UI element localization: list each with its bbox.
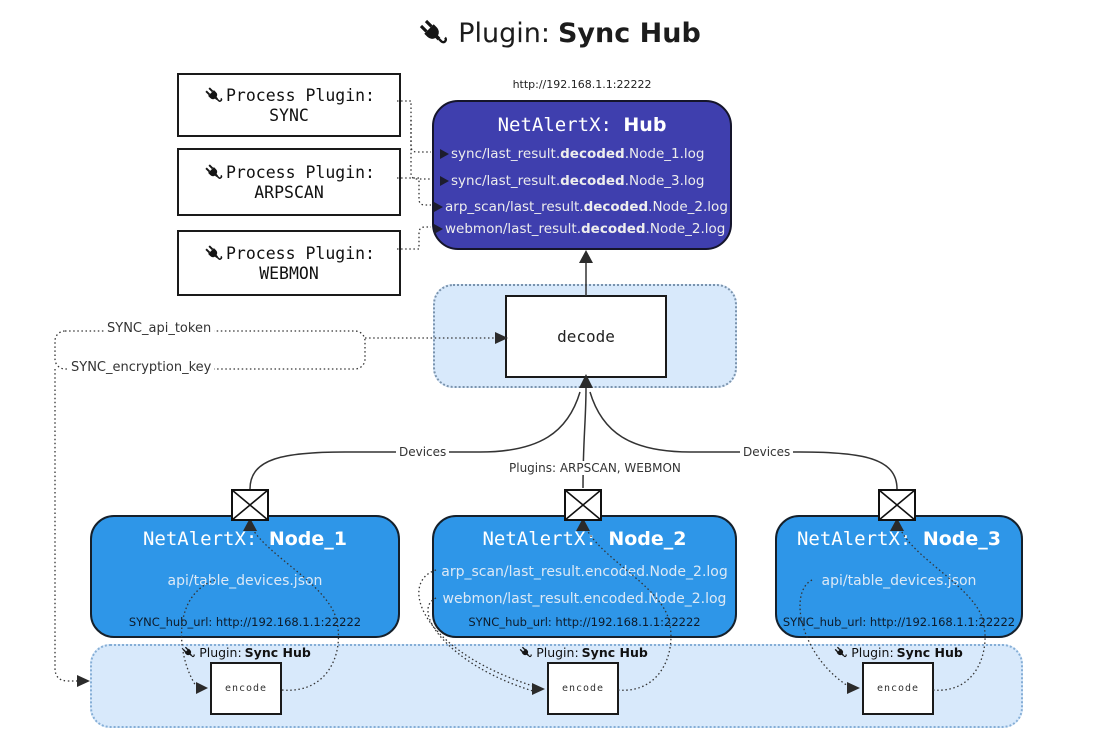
plug-icon xyxy=(205,164,223,179)
decode-box: decode xyxy=(505,295,667,378)
node-hub-url: SYNC_hub_url: http://192.168.1.1:22222 xyxy=(468,615,701,629)
arrowhead-icon xyxy=(440,149,449,159)
node-file: api/table_devices.json xyxy=(167,573,323,589)
process-plugin-label: Process Plugin: xyxy=(225,163,375,182)
node-1-box: NetAlertX: Node_1 api/table_devices.json… xyxy=(90,515,400,638)
node-file: api/table_devices.json xyxy=(821,573,977,589)
title-label: Plugin: xyxy=(458,17,550,49)
encode-plugin-label: Plugin: Sync Hub xyxy=(493,645,673,660)
arrowhead-icon xyxy=(434,202,443,212)
edge-label-plugins: Plugins: ARPSCAN, WEBMON xyxy=(506,461,684,475)
arrowhead-icon xyxy=(434,224,443,234)
envelope-icon xyxy=(878,489,916,521)
node-title: NetAlertX: Node_3 xyxy=(796,528,1001,550)
plug-icon xyxy=(834,646,847,658)
hub-title: NetAlertX: Hub xyxy=(497,114,667,136)
encode-box: encode xyxy=(547,662,619,715)
process-plugin-label: Process Plugin: xyxy=(225,86,375,105)
edge-label-api-token: SYNC_api_token xyxy=(104,321,215,336)
page-title: Plugin: Sync Hub xyxy=(0,16,1117,50)
plug-icon xyxy=(205,87,223,102)
node-title: NetAlertX: Node_1 xyxy=(142,528,347,550)
node-hub-url: SYNC_hub_url: http://192.168.1.1:22222 xyxy=(782,615,1016,629)
process-plugin-webmon: Process Plugin: WEBMON xyxy=(177,230,401,296)
encode-plugin-label: Plugin: Sync Hub xyxy=(808,645,988,660)
encode-box: encode xyxy=(210,662,282,715)
plug-icon xyxy=(420,19,448,44)
hub-file-row: sync/last_result.decoded.Node_3.log xyxy=(434,173,736,189)
encode-box: encode xyxy=(862,662,934,715)
hub-file-row: webmon/last_result.decoded.Node_2.log xyxy=(434,221,730,237)
process-plugin-label: Process Plugin: xyxy=(225,244,375,263)
hub-file-row: arp_scan/last_result.decoded.Node_2.log xyxy=(434,199,730,215)
edge-label-encryption-key: SYNC_encryption_key xyxy=(68,360,215,375)
edge-label-devices-right: Devices xyxy=(740,445,794,459)
plug-icon xyxy=(519,646,532,658)
node-title: NetAlertX: Node_2 xyxy=(482,528,687,550)
process-plugin-arpscan: Process Plugin: ARPSCAN xyxy=(177,148,401,216)
process-plugin-name: ARPSCAN xyxy=(254,183,324,202)
hub-url: http://192.168.1.1:22222 xyxy=(512,78,652,91)
envelope-icon xyxy=(564,489,602,521)
plug-icon xyxy=(205,245,223,260)
node-2-box: NetAlertX: Node_2 arp_scan/last_result.e… xyxy=(432,515,737,638)
node-3-box: NetAlertX: Node_3 api/table_devices.json… xyxy=(775,515,1023,638)
title-name: Sync Hub xyxy=(557,17,701,49)
encode-plugin-label: Plugin: Sync Hub xyxy=(156,645,336,660)
node-file: webmon/last_result.encoded.Node_2.log xyxy=(442,591,727,607)
hub-box: NetAlertX: Hub sync/last_result.decoded.… xyxy=(432,100,732,250)
process-plugin-name: SYNC xyxy=(269,106,309,125)
edge-label-devices-left: Devices xyxy=(396,445,450,459)
plug-icon xyxy=(182,646,195,658)
node-file: arp_scan/last_result.encoded.Node_2.log xyxy=(441,564,728,580)
process-plugin-name: WEBMON xyxy=(259,264,319,283)
hub-file-row: sync/last_result.decoded.Node_1.log xyxy=(434,146,736,162)
arrowhead-icon xyxy=(440,176,449,186)
process-plugin-sync: Process Plugin: SYNC xyxy=(177,73,401,137)
envelope-icon xyxy=(231,489,269,521)
node-hub-url: SYNC_hub_url: http://192.168.1.1:22222 xyxy=(128,615,362,629)
